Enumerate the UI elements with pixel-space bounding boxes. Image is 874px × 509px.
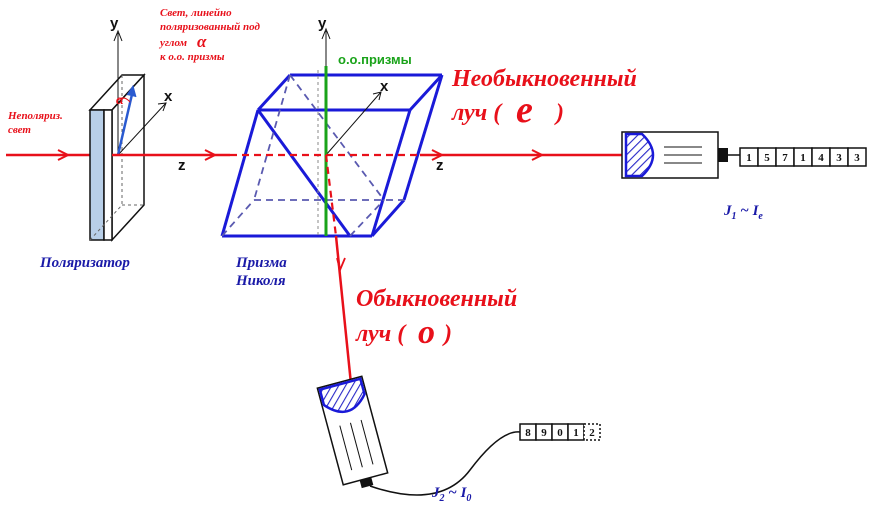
counter-digit: 7 [782,152,788,164]
nicol-prism [220,73,444,238]
ordinary-ray-close: ) [442,321,452,347]
detector-e [621,131,740,179]
formula-e: J1 ~ Ie [723,203,763,222]
polarizer-x-axis [117,102,167,156]
formula-o: J2 ~ I0 [431,485,471,504]
ordinary-ray-label-2: луч ( [355,321,407,347]
ordinary-ray-inside [324,154,338,237]
extraordinary-ray-symbol: e [516,89,533,131]
counter-digit: 3 [854,152,860,164]
extraordinary-ray-label-1: Необыкновенный [451,66,637,92]
nicol-caption-2: Николя [235,273,286,289]
polarizer-polarization-vector [116,89,135,156]
polarized-alpha: α [197,32,207,51]
polarized-label-3: углом [158,37,188,49]
alpha-arc [117,97,131,103]
optic-axis-label: о.о.призмы [338,52,412,67]
polarizer-caption: Поляризатор [39,255,130,271]
counter-digit: 2 [589,427,595,439]
counter-digit: 1 [800,152,806,164]
counter-cell [847,147,867,167]
counter-digit: 8 [525,427,531,439]
ordinary-ray [334,235,353,385]
polarized-label-2: поляризованный под [160,21,260,33]
polarizer-axis-y: y [110,15,119,32]
prism-axis-z: z [436,157,444,174]
polarizer-axis-x: x [164,88,173,105]
polarizer-alpha-label: α [116,93,124,108]
extraordinary-ray-close: ) [554,100,564,126]
counter-digit: 1 [746,152,752,164]
counter-digit: 3 [836,152,842,164]
polarizer-axis-z: z [178,157,186,174]
prism-x-axis [325,91,382,156]
nicol-caption-1: Призма [235,255,287,271]
extraordinary-ray-label-2: луч ( [451,100,503,126]
counter-digit: 5 [764,152,770,164]
polarized-label-4: к о.о. призмы [160,51,225,63]
prism-axis-y: y [318,15,327,32]
polarized-label-1: Свет, линейно [160,7,232,19]
counter-digit: 1 [573,427,579,439]
ordinary-ray-label-1: Обыкновенный [356,286,517,312]
polarizer [88,73,146,242]
ordinary-ray-symbol: o [418,314,435,351]
prism-axis-x: x [380,78,389,95]
detector-o-cable [369,431,521,496]
counter-digit: 4 [818,152,824,164]
counter-cell [583,423,601,441]
incident-ray-arrow [57,149,71,161]
detector-o [316,375,389,489]
counter-digit: 0 [557,427,563,439]
unpolarized-label-2: свет [8,124,31,136]
unpolarized-label-1: Неполяриз. [7,110,63,122]
counter-digit: 9 [541,427,547,439]
